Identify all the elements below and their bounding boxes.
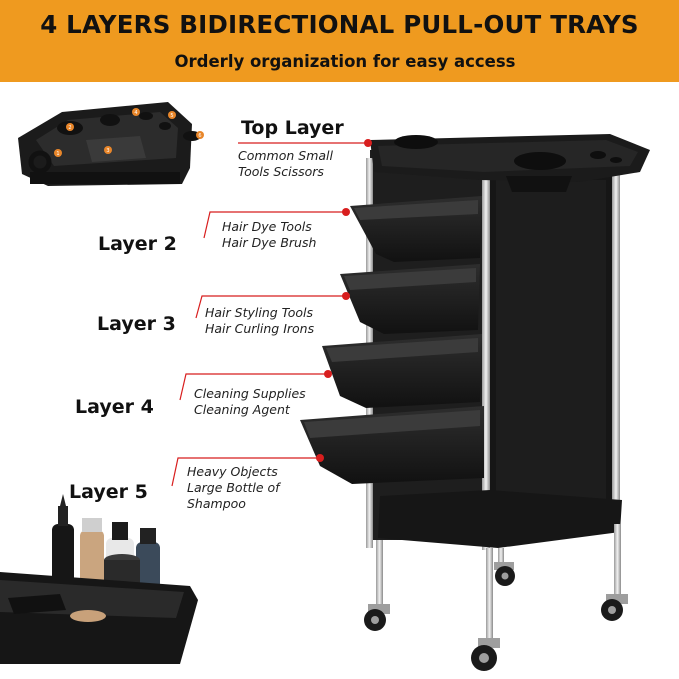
layer-desc-top: Common Small Tools Scissors <box>238 148 333 180</box>
desc-line: Cleaning Agent <box>194 402 290 417</box>
callout-dots <box>316 139 372 462</box>
drawer-with-bottles <box>0 494 198 664</box>
caster-wheel <box>471 638 500 671</box>
callout-lines <box>171 142 366 487</box>
desc-line: Cleaning Supplies <box>194 386 306 401</box>
tray-markers: 1 2 3 4 5 6 <box>54 108 204 157</box>
layer-title-2: Layer 2 <box>98 233 177 255</box>
desc-line: Common Small <box>238 148 333 163</box>
desc-line: Shampoo <box>187 496 246 511</box>
layer-desc-3: Hair Styling Tools Hair Curling Irons <box>205 305 314 337</box>
desc-line: Heavy Objects <box>187 464 278 479</box>
layer-title-4: Layer 4 <box>75 396 154 418</box>
layer-title-3: Layer 3 <box>97 313 176 335</box>
desc-line: Hair Curling Irons <box>205 321 315 336</box>
desc-line: Large Bottle of <box>187 480 280 495</box>
caster-wheel <box>601 594 628 621</box>
desc-line: Hair Dye Tools <box>222 219 312 234</box>
marker-3: 3 <box>106 148 109 154</box>
drawer-layer-2 <box>350 196 482 262</box>
desc-line: Tools Scissors <box>238 164 324 179</box>
caster-wheel <box>364 604 390 631</box>
layer-title-top: Top Layer <box>241 117 344 139</box>
drawer-layer-3 <box>340 264 480 334</box>
marker-5: 5 <box>170 113 173 119</box>
marker-1: 1 <box>56 151 59 157</box>
desc-line: Hair Styling Tools <box>205 305 314 320</box>
marker-6: 6 <box>198 133 201 139</box>
headline: 4 LAYERS BIDIRECTIONAL PULL-OUT TRAYS <box>40 10 639 39</box>
cart-base <box>376 490 622 642</box>
layer-title-5: Layer 5 <box>69 481 148 503</box>
layer-desc-4: Cleaning Supplies Cleaning Agent <box>194 386 306 418</box>
caster-wheel <box>494 562 515 586</box>
drawer-layer-5 <box>300 406 484 484</box>
desc-line: Hair Dye Brush <box>222 235 317 250</box>
layer-desc-2: Hair Dye Tools Hair Dye Brush <box>222 219 316 251</box>
header-banner <box>0 0 679 82</box>
marker-4: 4 <box>134 110 137 116</box>
layer-desc-5: Heavy Objects Large Bottle of Shampoo <box>187 464 280 512</box>
marker-2: 2 <box>68 125 71 131</box>
drawer-layer-4 <box>322 334 482 408</box>
subheadline: Orderly organization for easy access <box>174 52 516 71</box>
